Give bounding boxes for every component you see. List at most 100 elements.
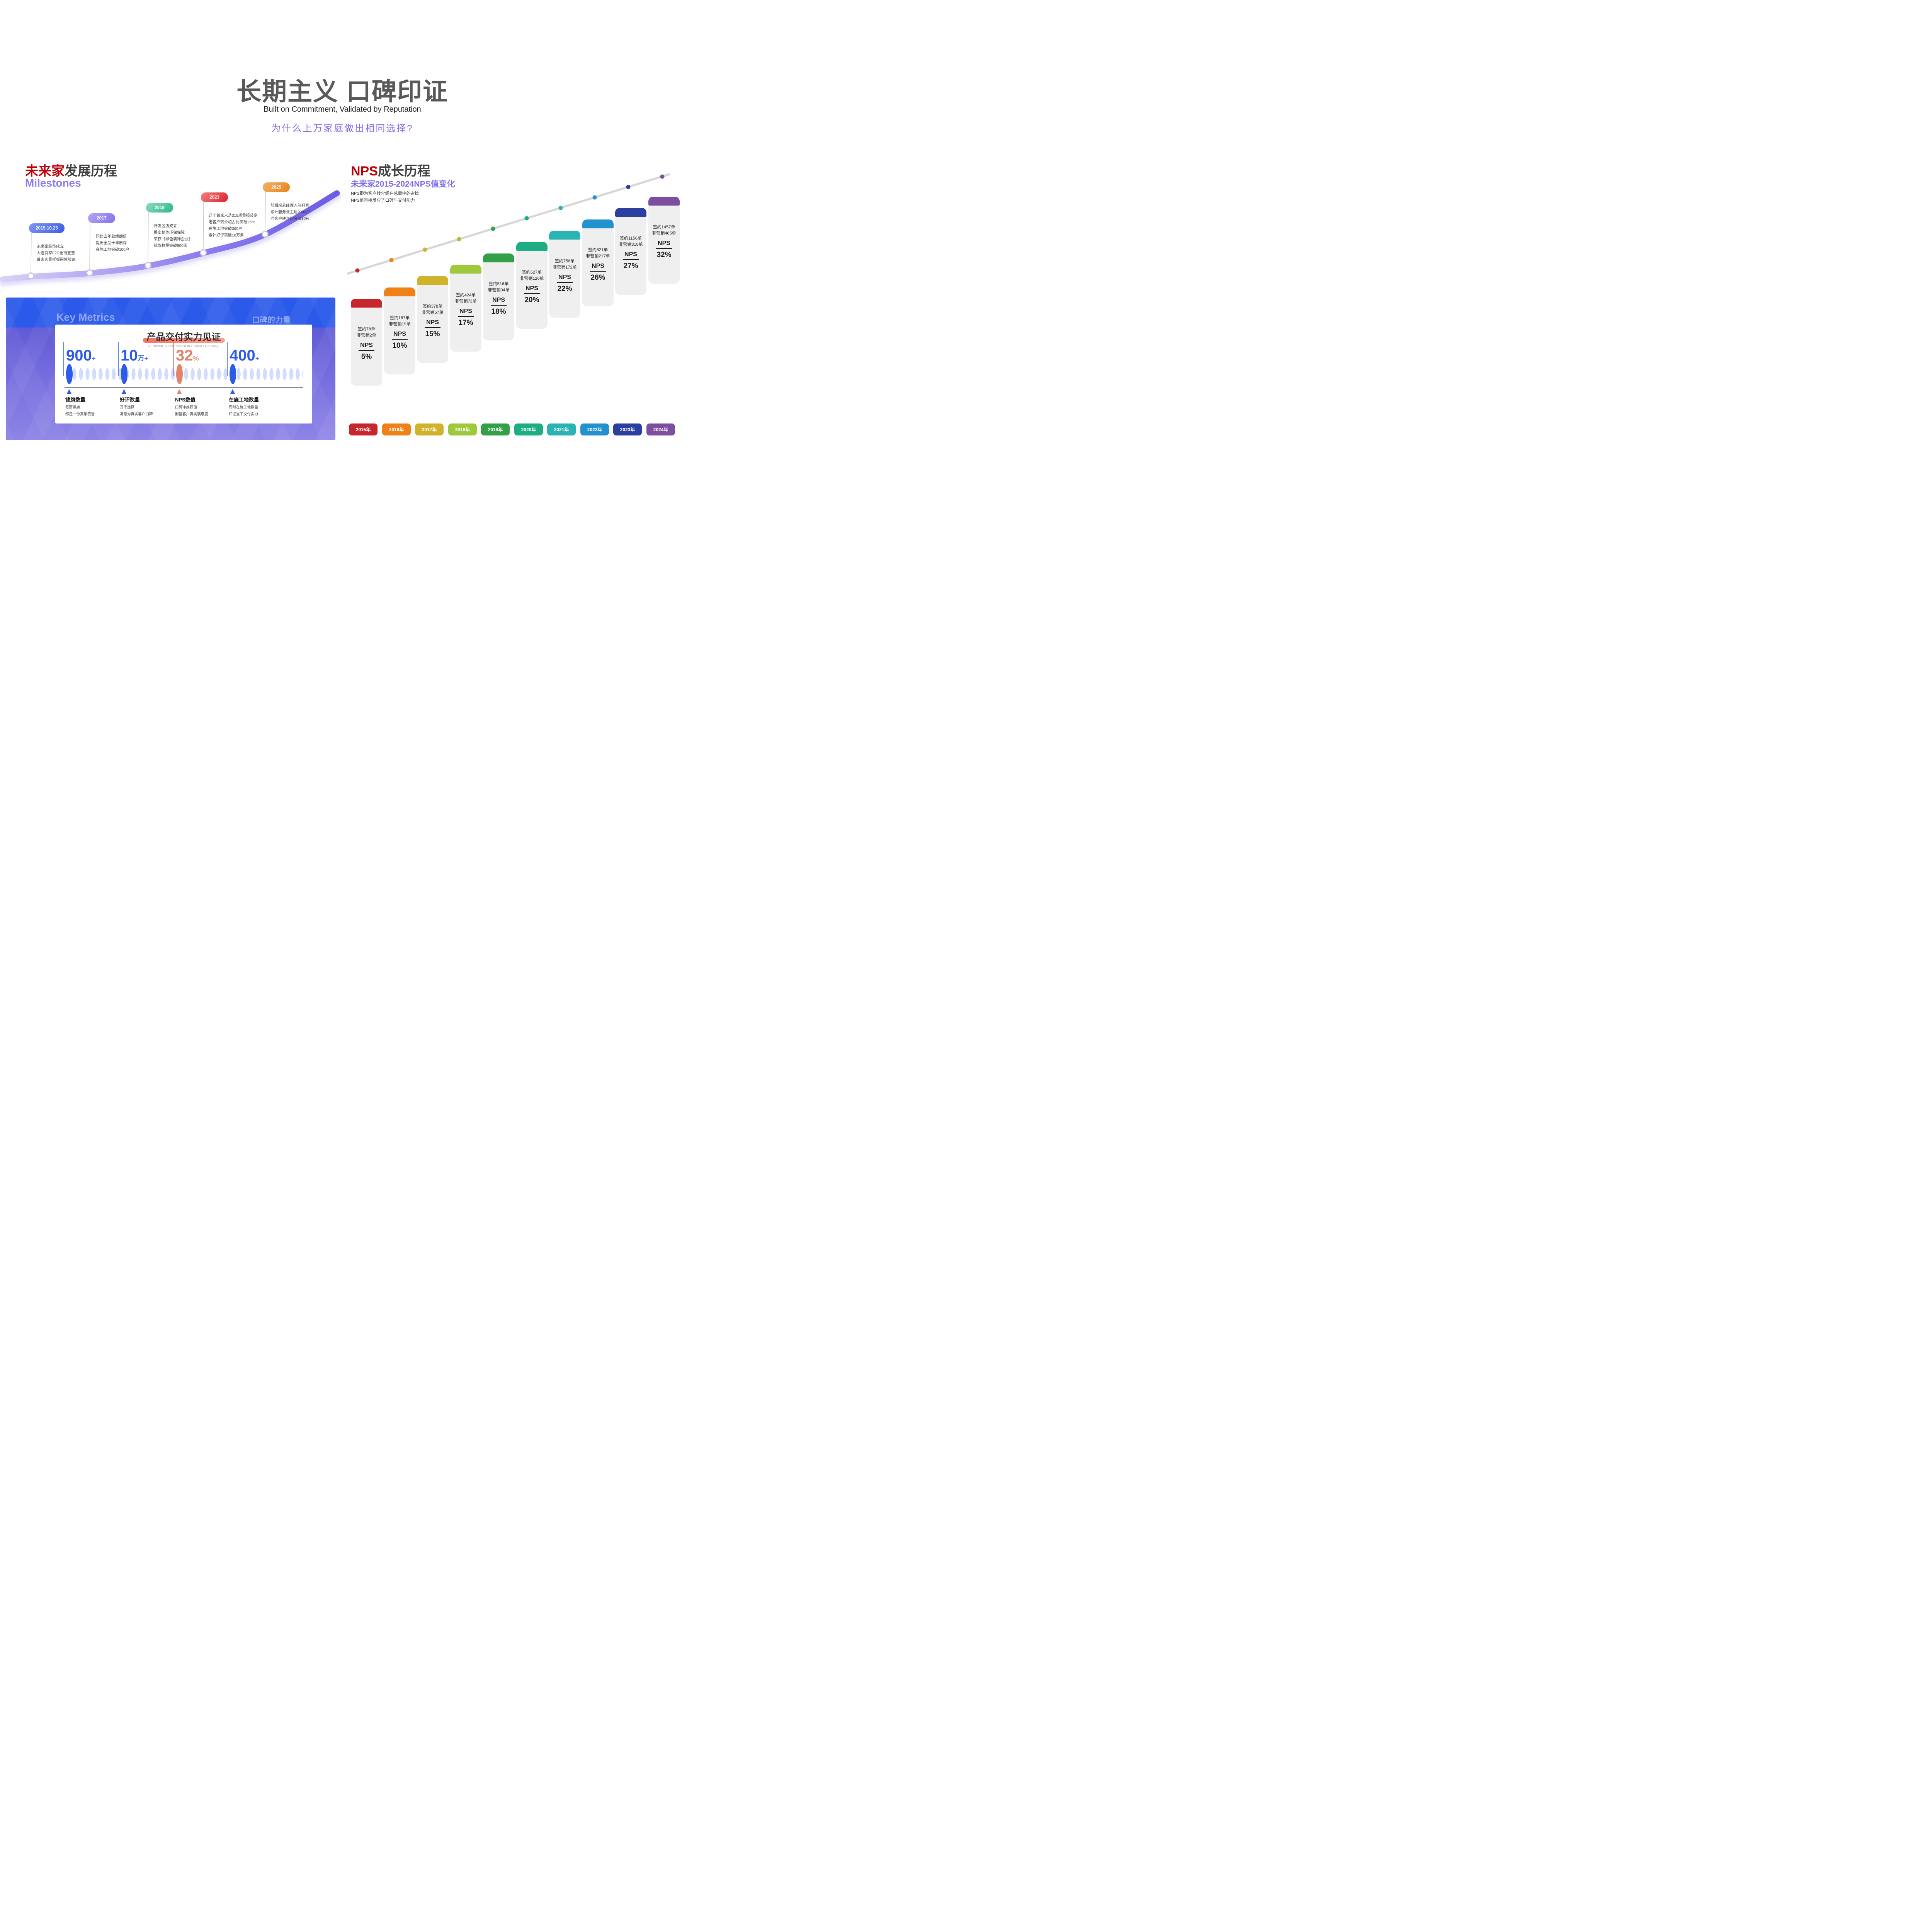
infographic-page: 长期主义 口碑印证 Built on Commitment, Validated… <box>0 0 685 520</box>
metric-desc: 口碑净推荐值 <box>175 405 197 410</box>
metric-label-reviews: 好评数量 <box>120 397 140 403</box>
milestone-node <box>200 249 207 256</box>
nps-trend-dot-2021 <box>558 206 563 210</box>
milestone-text-2019: 开发区店成立提出整体环保保障荣获《绿色装饰企业》锦旗数量突破500面 <box>154 224 192 248</box>
milestone-node <box>145 262 151 269</box>
milestone-text-2017: 同比去年业绩翻倍提出全品十年质保在施工地突破100户 <box>96 235 129 252</box>
metric-label-sites: 在施工地数量 <box>229 397 259 403</box>
bar-cap <box>582 219 614 228</box>
year-pill-2023: 2023年 <box>613 423 642 435</box>
year-pill-2019: 2019年 <box>481 423 510 435</box>
delivery-panel: 产品交付实力见证 A Proven Track Record in Produc… <box>55 325 312 423</box>
milestone-text-2025: 前后端总经理入驻抖音累计服务业主超9000户老客户转介绍突破30% <box>270 204 310 221</box>
milestones-title: 未来家发展历程 <box>25 160 117 179</box>
metric-value-flags: 900+ <box>66 347 96 364</box>
triangle-marker <box>67 389 71 394</box>
year-pill-2020: 2020年 <box>514 423 543 435</box>
year-pill-2024: 2024年 <box>646 423 675 435</box>
page-subtitle-en: Built on Commitment, Validated by Reputa… <box>264 105 421 114</box>
milestone-node <box>27 272 34 279</box>
milestone-badge-2025: 2025 <box>263 182 290 192</box>
bar-cap <box>384 287 415 296</box>
milestones-title-brand: 未来家 <box>25 164 65 179</box>
milestone-connector <box>203 202 204 250</box>
metric-dot <box>230 364 236 384</box>
metric-label-nps: NPS数值 <box>175 397 196 403</box>
bar-cap <box>417 276 448 285</box>
key-metrics-heading-cn: 口碑的力量 <box>252 316 291 325</box>
bar-cap <box>483 253 514 262</box>
metric-dot <box>66 364 73 384</box>
metric-desc: 万千选择 <box>120 405 135 410</box>
metric-desc: 每面锦旗 <box>65 405 80 410</box>
ellipse-chain-decoration <box>65 364 303 384</box>
milestone-badge-2017: 2017 <box>88 213 115 223</box>
nps-trend-dot-2016 <box>389 258 394 262</box>
year-pill-2022: 2022年 <box>580 423 609 435</box>
nps-trend-dot-2022 <box>592 195 597 200</box>
nps-trend-dot-2018 <box>457 237 461 242</box>
page-title: 长期主义 口碑印证 <box>236 78 448 105</box>
nps-title: NPS成长历程 <box>351 160 430 179</box>
metric-value-sites: 400+ <box>230 347 259 364</box>
metric-dot <box>176 364 183 384</box>
year-pill-2016: 2016年 <box>382 423 411 435</box>
year-pill-2021: 2021年 <box>547 423 576 435</box>
milestone-badge-2019: 2019 <box>146 203 173 213</box>
key-metrics-heading: Key Metrics <box>56 311 115 323</box>
metric-desc: 同时在施工地数量 <box>229 405 259 410</box>
metric-value-reviews: 10万+ <box>121 347 148 364</box>
bar-cap <box>615 208 646 217</box>
milestone-node <box>262 231 269 238</box>
bar-cap <box>549 231 580 240</box>
metric-label-flags: 锦旗数量 <box>65 397 86 403</box>
metric-desc: 衡量客户真实满意度 <box>175 412 208 417</box>
milestones-title-rest: 发展历程 <box>65 164 117 179</box>
milestone-text-2023: 辽宁首家入选315质量报装企老客户转介绍占比突破25%在施工地突破300户累计好… <box>209 214 258 238</box>
panel-title: 产品交付实力见证 <box>146 332 221 342</box>
bar-cap <box>351 299 382 308</box>
metric-desc: 都是一份真挚赞誉 <box>65 412 95 417</box>
nps-subtitle: 未来家2015-2024NPS值变化 <box>351 180 455 189</box>
bar-cap <box>450 265 481 274</box>
nps-title-highlight: NPS <box>351 164 378 179</box>
milestones-subtitle: Milestones <box>25 177 81 189</box>
milestone-text-2015: 未来家装饰成立大连首家F2C全链直营首家实景样板间体验馆 <box>37 245 75 262</box>
metric-accent-line <box>227 342 228 376</box>
milestone-node <box>86 269 93 276</box>
nps-trend-dot-2023 <box>626 185 631 189</box>
year-pill-2017: 2017年 <box>415 423 444 435</box>
metric-accent-line <box>63 342 64 376</box>
metric-accent-line <box>173 342 174 376</box>
panel-subtitle: A Proven Track Record in Product Deliver… <box>148 344 219 348</box>
nps-trend-dot-2015 <box>355 268 360 273</box>
page-subtitle-cn: 为什么上万家庭做出相同选择? <box>271 123 413 134</box>
nps-title-rest: 成长历程 <box>378 164 430 179</box>
triangle-marker <box>230 389 235 394</box>
metric-desc: 凝聚为真实客户口碑 <box>120 412 153 417</box>
bar-cap <box>648 197 680 206</box>
nps-trend-dot-2019 <box>491 226 495 231</box>
nps-description: NPS即为客户转介绍在总量中的占比 NPS值直接反应了口碑与交付能力 <box>351 191 419 203</box>
nps-trend-dot-2020 <box>524 216 529 221</box>
metrics-divider <box>65 387 303 388</box>
milestone-badge-2023: 2023 <box>201 192 228 202</box>
milestone-badge-2015: 2015.10.25 <box>29 223 65 233</box>
key-metrics-card: Key Metrics 口碑的力量 产品交付实力见证 A Proven Trac… <box>6 298 335 440</box>
year-pill-2018: 2018年 <box>448 423 477 435</box>
triangle-marker <box>122 389 126 394</box>
metric-desc: 印证当下交付实力 <box>229 412 259 417</box>
metric-value-nps: 32% <box>176 347 199 364</box>
nps-trend-dot-2024 <box>660 174 665 179</box>
metric-accent-line <box>118 342 119 376</box>
metric-dot <box>121 364 128 384</box>
